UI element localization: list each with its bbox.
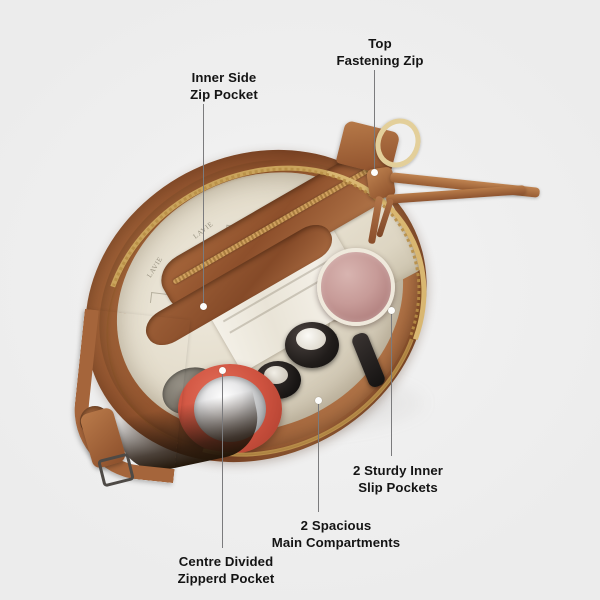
leader-line-sturdy-inner-slip-pockets — [391, 310, 393, 456]
leader-line-inner-side-zip-pocket — [203, 104, 205, 306]
left-buckle-hardware — [97, 452, 135, 488]
leader-line-centre-divided-zipperd-pocket — [222, 370, 224, 548]
pink-powder-compact — [317, 248, 395, 326]
callout-inner-side-zip-pocket: Inner Side Zip Pocket — [190, 70, 258, 102]
callout-top-fastening-zip: Top Fastening Zip — [336, 36, 424, 68]
leader-line-top-fastening-zip — [374, 70, 376, 172]
handbag-product-photo: LAVIE LAVIE LAVIE LAVIE LAVIE — [30, 90, 541, 522]
leader-line-spacious-main-compartments — [318, 400, 320, 512]
leader-dot-spacious-main-compartments — [315, 397, 322, 404]
callout-sturdy-inner-slip-pockets: 2 Sturdy Inner Slip Pockets — [352, 463, 444, 495]
leader-dot-centre-divided-zipperd-pocket — [219, 367, 226, 374]
leader-dot-inner-side-zip-pocket — [200, 303, 207, 310]
leader-dot-top-fastening-zip — [371, 169, 378, 176]
leader-dot-sturdy-inner-slip-pockets — [388, 307, 395, 314]
callout-spacious-main-compartments: 2 Spacious Main Compartments — [271, 518, 401, 550]
callout-centre-divided-zipperd-pocket: Centre Divided Zipperd Pocket — [177, 554, 275, 586]
black-cosmetic-jar — [285, 322, 339, 368]
